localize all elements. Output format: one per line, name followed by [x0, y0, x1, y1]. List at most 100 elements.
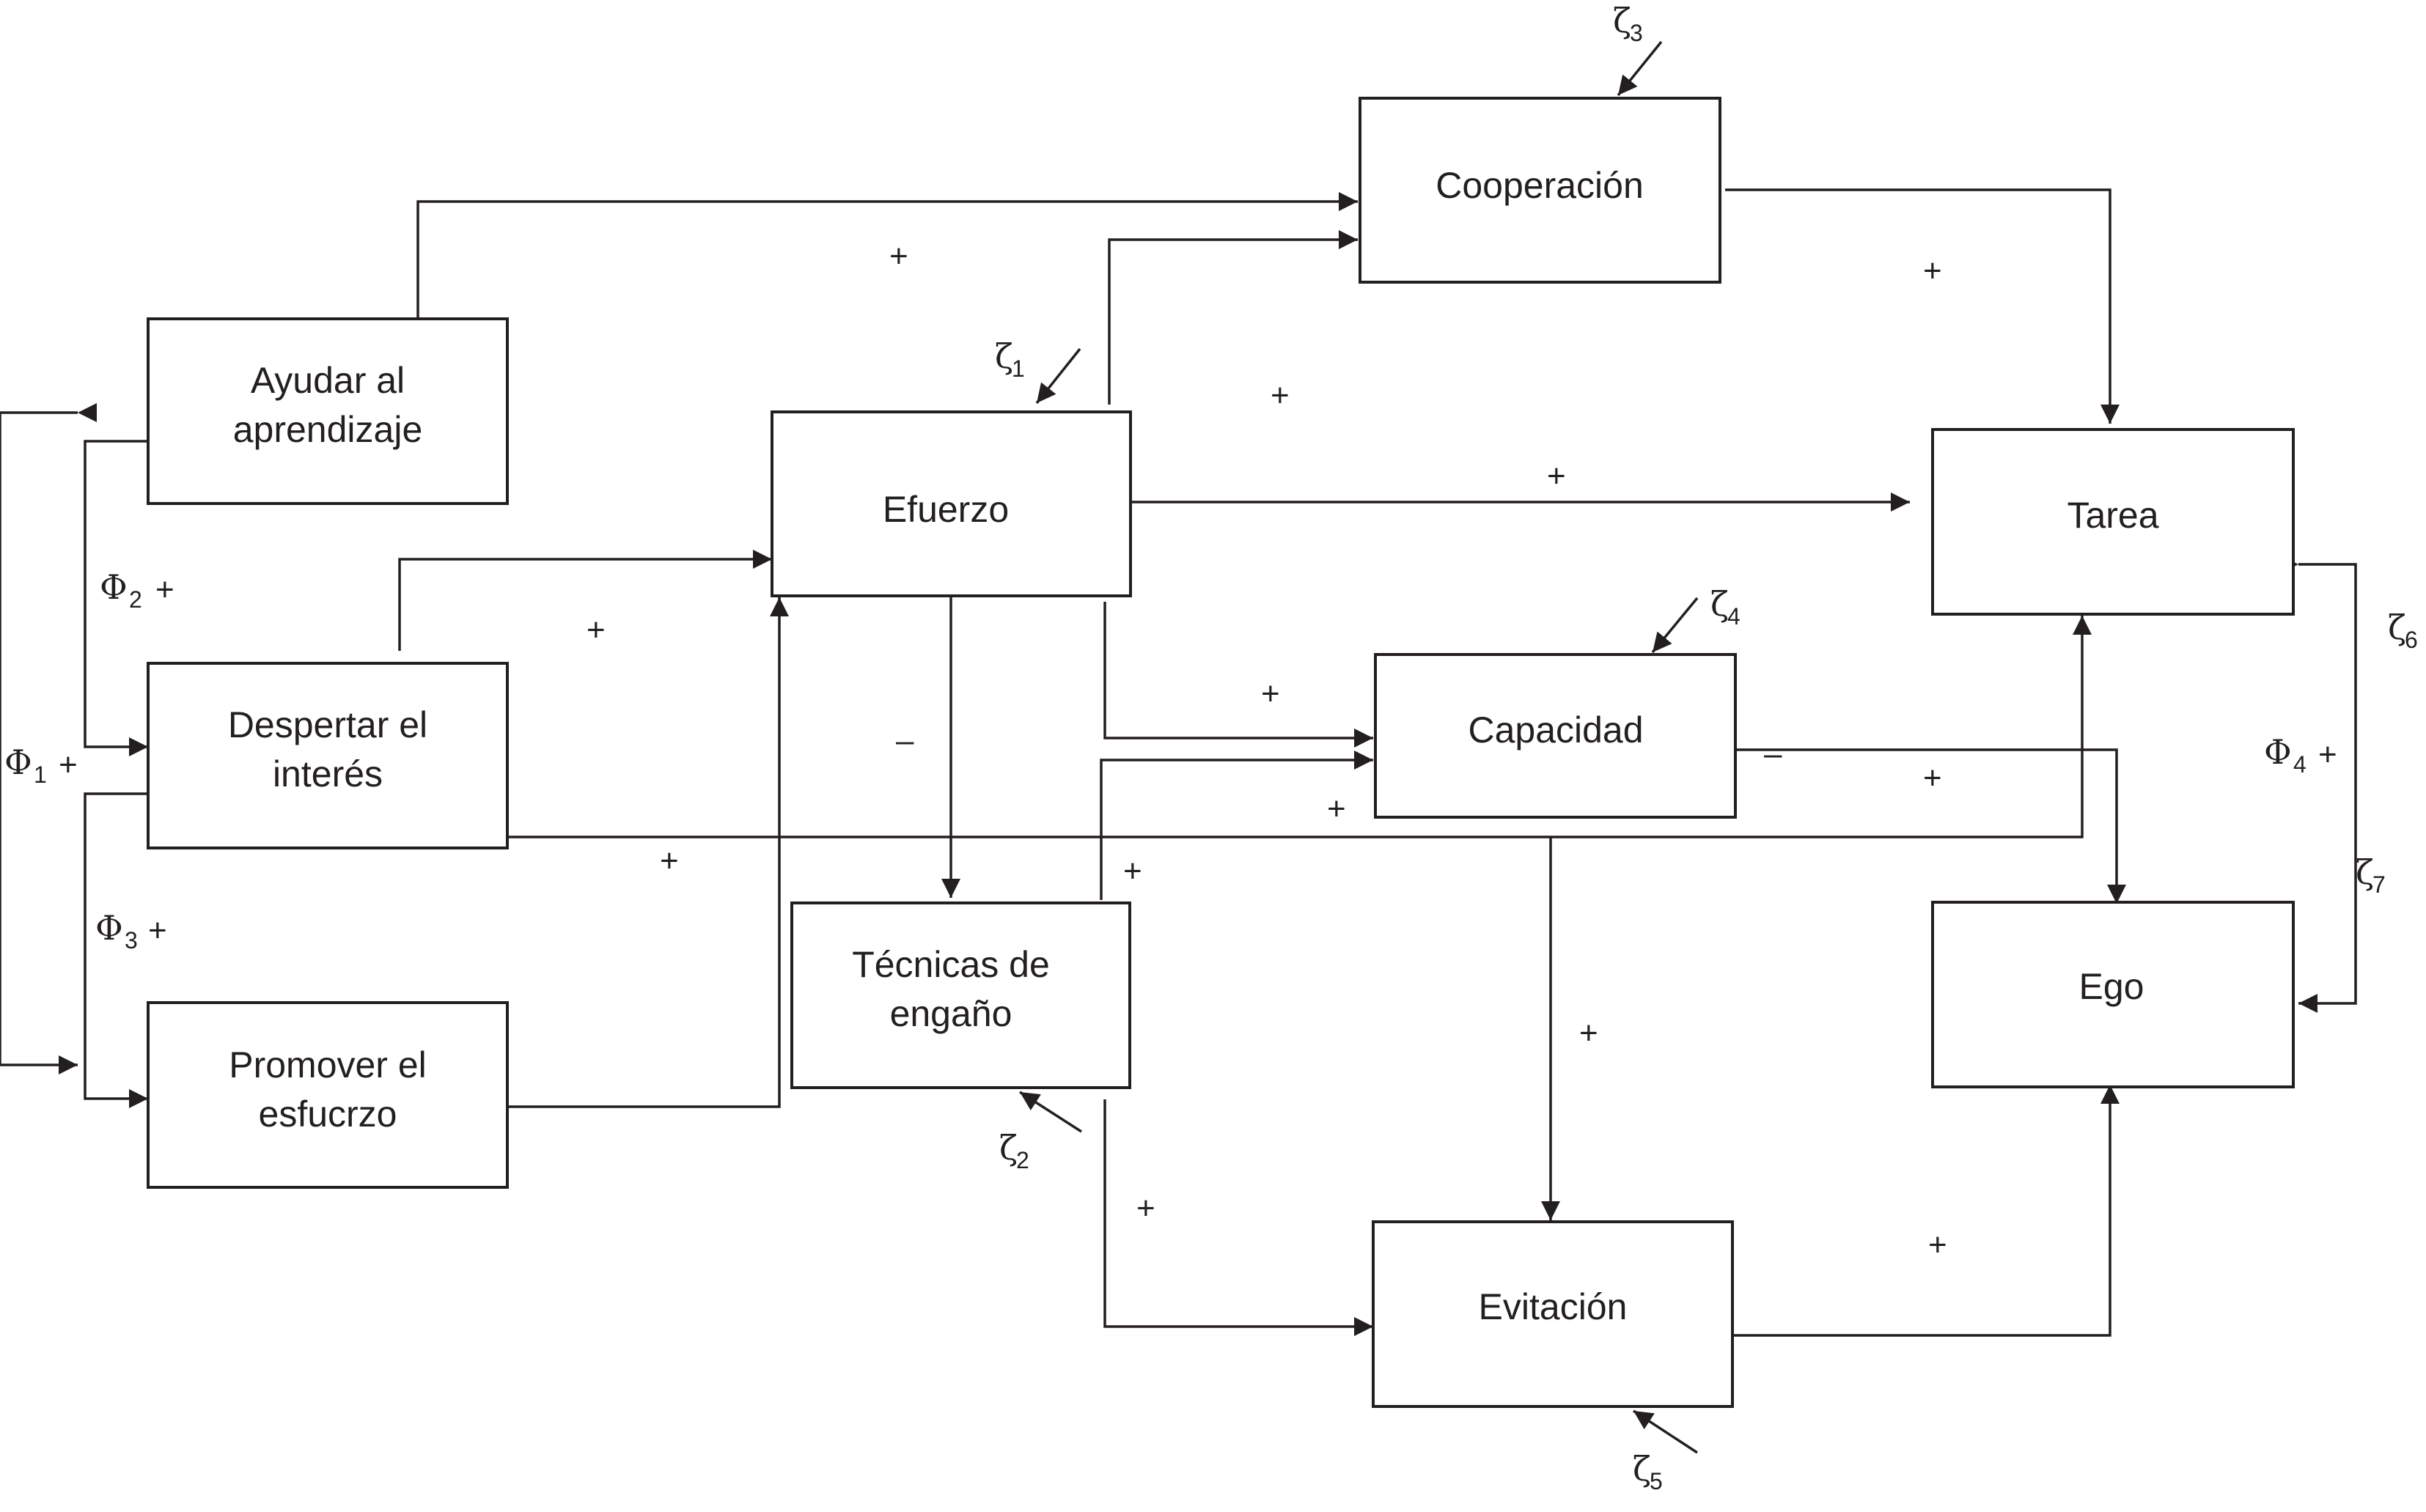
zeta1-arrow — [1035, 347, 1081, 405]
phi4-symbol: Φ — [2264, 732, 2292, 772]
sign-despertar-esfuerzo: + — [587, 612, 606, 648]
node-tarea: Tarea — [1931, 428, 2295, 616]
phi4-sign: + — [2318, 737, 2337, 772]
node-esfuerzo: Efuerzo — [771, 410, 1132, 597]
edge-esfuerzo-cooperacion — [1108, 230, 1358, 405]
node-tecnicas-line2: engaño — [890, 993, 1012, 1034]
edge-despertar-tarea — [507, 616, 2092, 838]
zeta2-sub: 2 — [1016, 1147, 1029, 1173]
zeta4-label: ζ 4 — [1710, 584, 1741, 630]
node-tecnicas-line1: Técnicas de — [852, 944, 1050, 985]
cov-phi3 — [84, 784, 167, 1108]
cov-phi4 — [2279, 555, 2357, 1013]
node-cooperacion-label: Cooperación — [1436, 165, 1644, 206]
edge-cooperacion-tarea — [1725, 188, 2120, 424]
node-ayudar-line1: Ayudar al — [251, 360, 405, 401]
zeta2-label: ζ 2 — [999, 1128, 1029, 1173]
zeta1-sub: 1 — [1012, 355, 1025, 382]
zeta5-label: ζ 5 — [1633, 1449, 1663, 1494]
edge-esfuerzo-capacidad — [1103, 602, 1373, 748]
node-tarea-label: Tarea — [2067, 495, 2158, 536]
zeta5-sub: 5 — [1650, 1468, 1663, 1494]
node-ayudar-line2: aprendizaje — [233, 409, 423, 450]
edge-tecnicas-evitacion — [1103, 1099, 1373, 1336]
zeta1-symbol: ζ — [995, 336, 1013, 376]
edge-ayudar-cooperacion — [416, 192, 1358, 319]
phi2-symbol: Φ — [100, 567, 128, 607]
node-promover: Promover el esfucrzo — [147, 1001, 509, 1189]
node-capacidad-label: Capacidad — [1468, 709, 1643, 751]
node-capacidad: Capacidad — [1374, 653, 1737, 819]
edges — [0, 40, 2357, 1454]
zeta5-symbol: ζ — [1633, 1449, 1651, 1489]
phi1-symbol: Φ — [4, 742, 32, 782]
phi1-sign: + — [59, 747, 78, 783]
edge-evitacion-ego — [1732, 1085, 2120, 1337]
sign-ayudar-cooperacion: + — [889, 238, 908, 274]
node-evitacion: Evitación — [1372, 1220, 1734, 1408]
sign-cooperacion-tarea: + — [1923, 253, 1942, 289]
phi4-sub: 4 — [2293, 751, 2306, 778]
node-evitacion-label: Evitación — [1479, 1286, 1628, 1327]
sign-tecnicas-capacidad: + — [1123, 853, 1142, 889]
zeta7-sub: 7 — [2372, 871, 2386, 898]
edge-promover-esfuerzo — [507, 597, 789, 1108]
sign-extra-1: + — [1327, 791, 1346, 827]
zeta7-label: ζ 7 — [2356, 852, 2386, 898]
phi2-sign: + — [155, 572, 174, 608]
edge-signs: + + + + – + + + + – + + + + + + — [587, 238, 1947, 1263]
phi3-sign: + — [148, 912, 167, 948]
sign-capacidad-ego: – — [1764, 736, 1782, 772]
phi1-sub: 1 — [34, 761, 47, 788]
node-tecnicas: Técnicas de engaño — [790, 901, 1131, 1089]
node-despertar-line1: Despertar el — [228, 704, 427, 745]
cov-phi1-top — [0, 403, 97, 1074]
sign-tecnicas-evitacion: + — [1136, 1190, 1155, 1226]
node-ego-label: Ego — [2079, 966, 2144, 1007]
node-cooperacion: Cooperación — [1359, 97, 1721, 284]
zeta2-symbol: ζ — [999, 1128, 1018, 1168]
edge-tecnicas-capacidad — [1100, 751, 1373, 900]
edge-capacidad-ego — [1735, 748, 2126, 904]
node-despertar-line2: interés — [273, 753, 383, 794]
zeta6-sub: 6 — [2405, 627, 2418, 653]
phi1-label: Φ 1 + — [4, 742, 78, 788]
zeta7-symbol: ζ — [2356, 852, 2374, 892]
phi2-label: Φ 2 + — [100, 567, 174, 613]
zeta3-arrow — [1617, 40, 1663, 97]
zeta4-arrow — [1651, 597, 1699, 654]
node-ayudar: Ayudar al aprendizaje — [147, 317, 509, 505]
sign-capacidad-evitacion: + — [1579, 1015, 1598, 1051]
sign-despertar-tarea: + — [660, 843, 679, 879]
node-promover-line1: Promover el — [229, 1044, 427, 1085]
edge-despertar-esfuerzo — [398, 550, 772, 651]
phi2-sub: 2 — [129, 586, 142, 613]
sign-evitacion-ego: + — [1928, 1227, 1947, 1263]
zeta5-arrow — [1633, 1409, 1698, 1454]
covariance-labels: Φ 1 + Φ 2 + Φ 3 + Φ 4 + — [4, 567, 2337, 954]
sign-esfuerzo-capacidad: + — [1261, 676, 1280, 712]
zeta3-label: ζ 3 — [1613, 1, 1643, 46]
zeta6-symbol: ζ — [2388, 608, 2406, 647]
phi4-label: Φ 4 + — [2264, 732, 2337, 778]
sign-esfuerzo-tecnicas: – — [896, 723, 914, 759]
node-esfuerzo-label: Efuerzo — [883, 489, 1009, 530]
zeta2-arrow — [1019, 1091, 1082, 1133]
phi3-sub: 3 — [125, 927, 138, 954]
sign-esfuerzo-tarea: + — [1547, 458, 1566, 494]
zeta6-label: ζ 6 — [2388, 608, 2418, 653]
node-despertar: Despertar el interés — [147, 662, 509, 849]
cov-phi2 — [84, 432, 167, 756]
zeta3-symbol: ζ — [1613, 1, 1631, 40]
zeta4-symbol: ζ — [1710, 584, 1729, 624]
node-promover-line2: esfucrzo — [259, 1094, 397, 1135]
zeta3-sub: 3 — [1630, 20, 1643, 46]
sign-extra-2: + — [1923, 760, 1942, 796]
nodes: Ayudar al aprendizaje Despertar el interés… — [147, 97, 2295, 1408]
node-ego: Ego — [1931, 901, 2295, 1088]
